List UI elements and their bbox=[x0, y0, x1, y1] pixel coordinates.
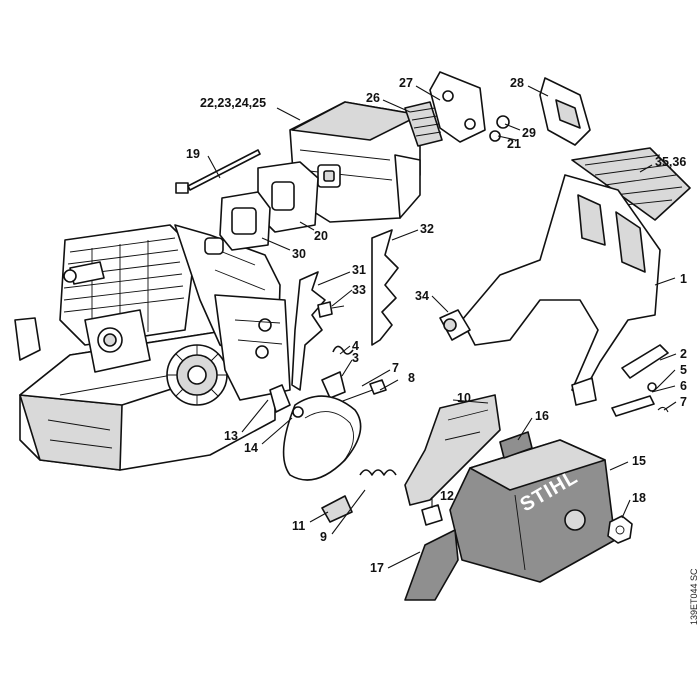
leader-lines bbox=[207, 85, 677, 569]
callout-7-left: 7 bbox=[392, 361, 399, 375]
torsion-spring bbox=[332, 345, 354, 355]
brake-lever bbox=[321, 371, 346, 399]
callout-7-right: 7 bbox=[680, 395, 687, 409]
callout-13: 13 bbox=[224, 429, 238, 443]
callout-14: 14 bbox=[244, 441, 258, 455]
hand-guard bbox=[461, 174, 661, 406]
spike-screw bbox=[317, 301, 333, 318]
callout-12: 12 bbox=[440, 489, 454, 503]
cylinder-fins bbox=[59, 224, 196, 346]
callout-labels: 22,23,24,25 26 27 28 29 21 35,36 19 20 3… bbox=[186, 76, 699, 625]
callout-3: 3 bbox=[352, 351, 359, 365]
callout-29: 29 bbox=[522, 126, 536, 140]
brake-lever-plate bbox=[404, 394, 501, 506]
callout-28: 28 bbox=[510, 76, 524, 90]
screw bbox=[421, 504, 443, 526]
muffler-assembly bbox=[289, 101, 421, 223]
callout-15: 15 bbox=[632, 454, 646, 468]
callout-31: 31 bbox=[352, 263, 366, 277]
brake-link bbox=[621, 344, 669, 379]
muffler-screw bbox=[175, 149, 261, 194]
bumper-spike-small bbox=[291, 271, 326, 391]
connecting-link bbox=[611, 395, 655, 417]
callout-20: 20 bbox=[314, 229, 328, 243]
engine-assembly bbox=[14, 224, 291, 471]
callout-9: 9 bbox=[320, 530, 327, 544]
callout-18: 18 bbox=[632, 491, 646, 505]
callout-4: 4 bbox=[352, 339, 359, 353]
chain-guide bbox=[404, 529, 459, 601]
callout-5: 5 bbox=[680, 363, 687, 377]
callout-21: 21 bbox=[507, 137, 521, 151]
bar-nut bbox=[607, 515, 633, 544]
callout-19: 19 bbox=[186, 147, 200, 161]
callout-6: 6 bbox=[680, 379, 687, 393]
callout-2: 2 bbox=[680, 347, 687, 361]
callout-22-25: 22,23,24,25 bbox=[200, 96, 266, 110]
callout-10: 10 bbox=[457, 391, 471, 405]
callout-27: 27 bbox=[399, 76, 413, 90]
nut bbox=[496, 115, 510, 129]
catcher-screw bbox=[292, 406, 304, 418]
callout-26: 26 bbox=[366, 91, 380, 105]
sleeve bbox=[321, 495, 353, 523]
spark-screen bbox=[404, 101, 443, 147]
spring bbox=[359, 469, 397, 476]
callout-34: 34 bbox=[415, 289, 429, 303]
sprocket-cover: STIHL bbox=[449, 439, 616, 583]
callout-8: 8 bbox=[408, 371, 415, 385]
callout-11: 11 bbox=[292, 519, 305, 533]
callout-17: 17 bbox=[370, 561, 384, 575]
callout-32: 32 bbox=[420, 222, 434, 236]
callout-1: 1 bbox=[680, 272, 687, 286]
tensioner-cover bbox=[499, 431, 533, 459]
callout-33: 33 bbox=[352, 283, 366, 297]
callout-35-36: 35,36 bbox=[655, 155, 686, 169]
reference-code: 139ET044 SC bbox=[689, 568, 699, 625]
brake-band bbox=[282, 395, 362, 481]
clutch-drum bbox=[166, 344, 228, 406]
bumper-spike-large bbox=[371, 229, 399, 346]
chain-catcher bbox=[269, 384, 291, 413]
callout-16: 16 bbox=[535, 409, 549, 423]
callout-30: 30 bbox=[292, 247, 306, 261]
